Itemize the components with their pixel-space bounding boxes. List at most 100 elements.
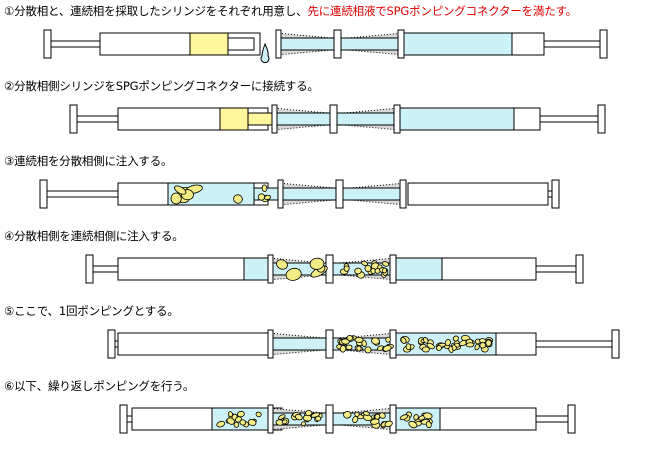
step-caption: ②分散相側シリンジをSPGポンピングコネクターに接続する。 bbox=[4, 79, 319, 93]
droplet bbox=[247, 419, 257, 426]
step-caption: ①分散相と、連続相を採取したシリンジをそれぞれ用意し、先に連続相液でSPGポンピ… bbox=[4, 4, 577, 18]
dispersed-phase-fill bbox=[189, 32, 229, 56]
connector-channel bbox=[335, 112, 399, 126]
connector-flange bbox=[275, 29, 282, 59]
step-6: ⑥以下、繰り返しポンピングを行う。 bbox=[0, 375, 655, 450]
connector-flange bbox=[393, 104, 401, 134]
apparatus-diagram-6 bbox=[119, 404, 576, 434]
droplet bbox=[233, 194, 243, 204]
droplet bbox=[413, 414, 419, 421]
plunger-cap bbox=[39, 179, 48, 209]
droplet bbox=[237, 410, 245, 418]
plunger-cap bbox=[599, 29, 608, 59]
plunger-rod bbox=[126, 415, 133, 423]
step-4: ④分散相側を連続相側に注入する。 bbox=[0, 225, 655, 300]
droplet bbox=[479, 342, 487, 349]
connector-ring bbox=[325, 329, 334, 359]
step-1: ①分散相と、連続相を採取したシリンジをそれぞれ用意し、先に連続相液でSPGポンピ… bbox=[0, 0, 655, 75]
droplet bbox=[485, 339, 492, 347]
plunger-cap bbox=[611, 329, 620, 359]
droplet bbox=[281, 419, 288, 425]
plunger-rod bbox=[46, 190, 119, 198]
plunger-rod bbox=[547, 190, 553, 198]
droplet bbox=[378, 412, 386, 419]
dispersed-phase-fill bbox=[219, 107, 249, 131]
droplet bbox=[381, 261, 390, 267]
step-caption-highlight: 先に連続相液でSPGポンピングコネクターを満たす。 bbox=[307, 4, 577, 18]
apparatus-diagram-3 bbox=[39, 179, 560, 209]
step-caption-text: ④分散相側を連続相側に注入する。 bbox=[4, 229, 184, 243]
connector-flange bbox=[397, 29, 405, 59]
droplet bbox=[474, 343, 480, 351]
step-5: ⑤ここで、1回ポンピングとする。 bbox=[0, 300, 655, 375]
droplet bbox=[361, 260, 368, 266]
continuous-phase-fill bbox=[403, 32, 513, 56]
droplet bbox=[423, 336, 429, 344]
plunger-cap bbox=[107, 329, 116, 359]
droplet bbox=[382, 345, 392, 352]
continuous-syringe-barrel bbox=[407, 182, 549, 206]
droplet bbox=[276, 259, 288, 270]
plunger-rod bbox=[76, 115, 119, 123]
syringe-tip bbox=[227, 37, 255, 51]
connector-ring bbox=[325, 404, 334, 434]
droplet bbox=[362, 411, 370, 416]
connector-flange bbox=[267, 404, 274, 434]
droplet bbox=[356, 345, 362, 352]
connector-flange bbox=[389, 254, 397, 284]
connector-flange bbox=[399, 179, 407, 209]
droplet bbox=[370, 418, 380, 425]
connector-ring bbox=[329, 104, 338, 134]
connector-flange bbox=[389, 404, 397, 434]
step-caption-text: ③連続相を分散相側に注入する。 bbox=[4, 154, 173, 168]
droplet bbox=[301, 421, 306, 427]
connector-flange bbox=[277, 179, 284, 209]
plunger-cap bbox=[119, 404, 128, 434]
plunger-cap bbox=[85, 254, 94, 284]
connector-flange bbox=[271, 104, 278, 134]
droplet bbox=[315, 415, 321, 422]
droplet bbox=[285, 267, 302, 281]
plunger-cap bbox=[575, 254, 584, 284]
plunger-cap bbox=[567, 404, 576, 434]
step-caption-text: ①分散相と、連続相を採取したシリンジをそれぞれ用意し、 bbox=[4, 4, 308, 18]
droplet bbox=[309, 257, 325, 270]
plunger-cap bbox=[551, 179, 560, 209]
connector-flange bbox=[267, 254, 274, 284]
step-caption: ④分散相側を連続相側に注入する。 bbox=[4, 229, 184, 243]
step-caption: ⑤ここで、1回ポンピングとする。 bbox=[4, 304, 179, 318]
droplet bbox=[444, 339, 451, 346]
droplet bbox=[399, 414, 409, 421]
connector-channel bbox=[277, 37, 341, 51]
step-3: ③連続相を分散相側に注入する。 bbox=[0, 150, 655, 225]
plunger-cap bbox=[69, 104, 78, 134]
liquid-drop bbox=[260, 42, 270, 64]
droplet bbox=[405, 343, 412, 351]
droplet bbox=[400, 337, 407, 344]
step-caption-text: ⑤ここで、1回ポンピングとする。 bbox=[4, 304, 179, 318]
droplet bbox=[233, 421, 240, 428]
droplet bbox=[371, 337, 380, 345]
connector-channel bbox=[339, 37, 403, 51]
continuous-phase-fill bbox=[399, 107, 515, 131]
droplet bbox=[257, 193, 266, 201]
plunger-cap bbox=[597, 104, 606, 134]
plunger-rod bbox=[535, 415, 569, 423]
droplet bbox=[421, 346, 430, 353]
droplet bbox=[341, 338, 350, 345]
droplet bbox=[354, 411, 360, 417]
plunger-rod bbox=[50, 40, 101, 48]
plunger-rod bbox=[535, 340, 613, 348]
droplet bbox=[452, 335, 459, 342]
droplet bbox=[465, 342, 475, 348]
apparatus-diagram-2 bbox=[69, 104, 606, 134]
droplet bbox=[354, 267, 362, 275]
droplet bbox=[278, 414, 286, 420]
droplet bbox=[426, 342, 435, 350]
connector-ring bbox=[335, 179, 344, 209]
droplet bbox=[261, 184, 268, 193]
droplet bbox=[382, 267, 388, 274]
connector-channel bbox=[341, 187, 405, 201]
connector-flange bbox=[267, 329, 274, 359]
droplet bbox=[174, 185, 187, 195]
